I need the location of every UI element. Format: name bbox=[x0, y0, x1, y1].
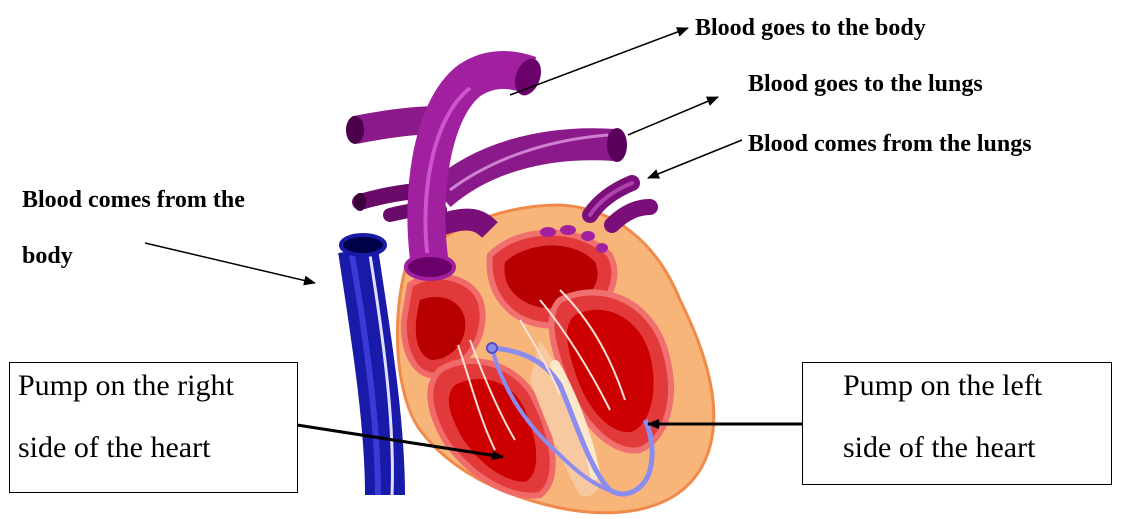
label-blood-to-body: Blood goes to the body bbox=[695, 16, 926, 40]
box-right-pump-line2: side of the heart bbox=[18, 433, 210, 463]
box-right-pump-line1: Pump on the right bbox=[18, 371, 234, 401]
box-left-pump-line2: side of the heart bbox=[843, 433, 1035, 463]
arrow-from-lungs bbox=[648, 140, 742, 178]
box-right-pump: Pump on the right side of the heart bbox=[9, 362, 298, 493]
arrow-to-lungs bbox=[628, 97, 718, 135]
box-left-pump-line1: Pump on the left bbox=[843, 371, 1042, 401]
label-blood-from-lungs: Blood comes from the lungs bbox=[748, 132, 1032, 156]
vena-cava bbox=[341, 235, 392, 495]
label-blood-from-body-line1: Blood comes from the bbox=[22, 188, 245, 212]
arrow-from-body bbox=[145, 243, 315, 283]
sa-node bbox=[487, 343, 497, 353]
label-blood-to-lungs: Blood goes to the lungs bbox=[748, 72, 983, 96]
box-left-pump: Pump on the left side of the heart bbox=[802, 362, 1112, 485]
label-blood-from-body-line2: body bbox=[22, 244, 73, 268]
